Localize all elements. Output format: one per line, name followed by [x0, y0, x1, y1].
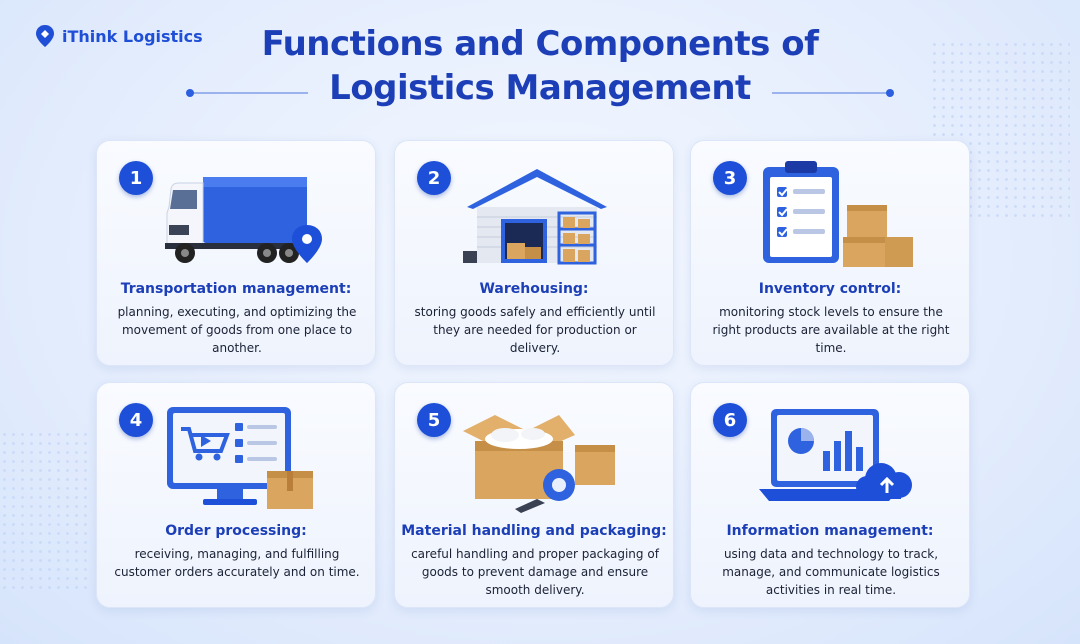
card-title: Warehousing: [479, 281, 589, 297]
step-badge: 3 [713, 161, 747, 195]
card-description: receiving, managing, and fulfilling cust… [114, 547, 360, 579]
card-title: Information management: [726, 523, 934, 539]
decorative-dots [0, 430, 90, 590]
step-badge: 2 [417, 161, 451, 195]
card-order-processing[interactable]: 4 Order processing: receiving, managing,… [96, 382, 376, 608]
card-description: monitoring stock levels to ensure the ri… [712, 305, 950, 355]
title-line-1: Functions and Components of [261, 24, 819, 64]
location-pin-icon [36, 25, 54, 47]
title-divider-dot [186, 89, 194, 97]
card-transportation[interactable]: 1 Transportation management: planning, e… [96, 140, 376, 366]
card-description: using data and technology to track, mana… [722, 547, 940, 597]
card-packaging[interactable]: 5 Material handling and packaging: caref… [394, 382, 674, 608]
step-badge: 1 [119, 161, 153, 195]
page-title: Functions and Components of Logistics Ma… [0, 22, 1080, 110]
step-badge: 4 [119, 403, 153, 437]
title-divider-right [772, 92, 890, 94]
packaging-icon [463, 415, 615, 513]
title-divider-left [190, 92, 308, 94]
brand-logo[interactable]: iThink Logistics [34, 24, 203, 48]
clipboard-icon [763, 161, 913, 267]
card-information-management[interactable]: 6 Information management: using data and… [690, 382, 970, 608]
title-divider-dot [886, 89, 894, 97]
card-description: careful handling and proper packaging of… [411, 547, 659, 597]
step-badge: 6 [713, 403, 747, 437]
warehouse-icon [463, 169, 607, 265]
truck-icon [165, 177, 322, 263]
card-warehousing[interactable]: 2 Warehousing: storing goods safely and … [394, 140, 674, 366]
laptop-cloud-icon [759, 409, 912, 501]
card-description: planning, executing, and optimizing the … [117, 305, 357, 355]
card-title: Inventory control: [758, 281, 902, 297]
card-title: Material handling and packaging: [401, 523, 667, 539]
card-inventory[interactable]: 3 Inventory control: monitoring stock le… [690, 140, 970, 366]
step-badge: 5 [417, 403, 451, 437]
card-description: storing goods safely and efficiently unt… [414, 305, 656, 355]
card-title: Order processing: [165, 523, 307, 539]
card-title: Transportation management: [120, 281, 352, 297]
brand-name: iThink Logistics [62, 26, 203, 46]
monitor-cart-icon [167, 407, 313, 509]
title-line-2: Logistics Management [329, 68, 751, 108]
